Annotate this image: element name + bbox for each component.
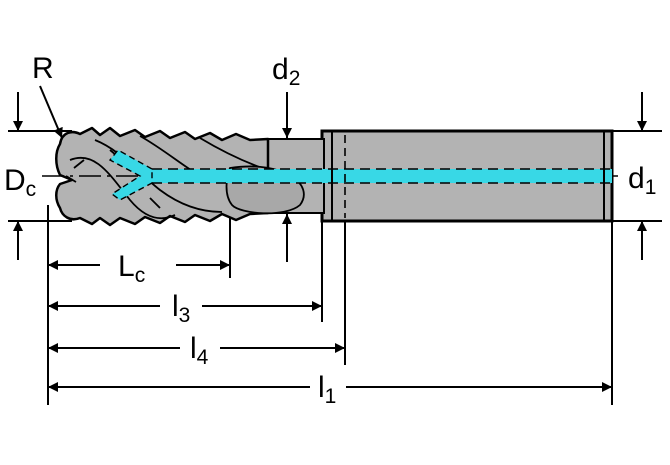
coolant-channel [108, 149, 612, 201]
label-dc: Dc [4, 164, 36, 201]
label-lc: Lc [118, 250, 145, 287]
radius-leader [39, 85, 63, 139]
label-l4: l4 [190, 332, 209, 369]
label-l3: l3 [172, 290, 190, 327]
label-l1: l1 [318, 371, 336, 408]
label-d1: d1 [628, 162, 656, 199]
label-d2: d2 [272, 53, 300, 90]
shank-detail-lines [331, 131, 605, 221]
label-radius: R [32, 52, 54, 85]
